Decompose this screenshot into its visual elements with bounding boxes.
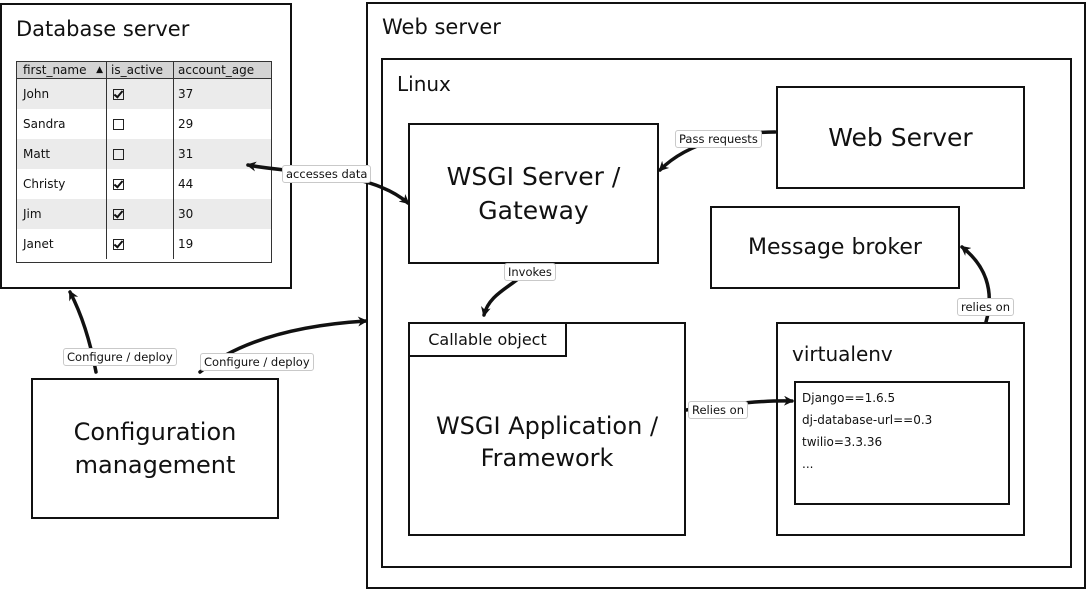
relies-on-broker-label: relies on	[957, 298, 1014, 316]
checkbox-unchecked-icon[interactable]	[113, 149, 124, 160]
sort-ascending-icon[interactable]: ▲	[96, 65, 103, 75]
cell-account-age: 31	[178, 147, 194, 161]
pass-requests-label: Pass requests	[675, 130, 762, 148]
message-broker-title: Message broker	[748, 234, 922, 260]
checkbox-checked-icon[interactable]	[113, 179, 124, 190]
table-row[interactable]: John 37	[17, 79, 271, 109]
invokes-label: Invokes	[504, 263, 556, 281]
package-item: dj-database-url==0.3	[802, 413, 933, 427]
cell-first-name: Jim	[17, 199, 107, 229]
wsgi-application-line2: Framework	[480, 444, 614, 472]
cell-is-active	[107, 169, 174, 199]
wsgi-server-line1: WSGI Server /	[446, 161, 621, 191]
checkbox-checked-icon[interactable]	[113, 239, 124, 250]
callable-object-title: Callable object	[428, 329, 547, 349]
checkbox-checked-icon[interactable]	[113, 209, 124, 220]
database-server-title: Database server	[16, 17, 190, 41]
cell-first-name: Sandra	[17, 109, 107, 139]
wsgi-server-line2: Gateway	[478, 195, 589, 225]
cell-first-name: John	[17, 79, 107, 109]
cell-is-active	[107, 109, 174, 139]
table-row[interactable]: Matt 31	[17, 139, 271, 169]
package-item: twilio=3.3.36	[802, 435, 883, 449]
configure-deploy-right-label: Configure / deploy	[200, 353, 314, 371]
configure-deploy-left-label: Configure / deploy	[63, 348, 177, 366]
configuration-management-box: Configuration management	[31, 378, 279, 519]
checkbox-checked-icon[interactable]	[113, 89, 124, 100]
accesses-data-label: accesses data	[282, 165, 372, 183]
web-server-outer-title: Web server	[382, 15, 501, 39]
cell-account-age: 37	[178, 87, 194, 101]
cell-account-age: 30	[178, 207, 194, 221]
cell-first-name: Christy	[17, 169, 107, 199]
table-row[interactable]: Janet 19	[17, 229, 271, 259]
checkbox-unchecked-icon[interactable]	[113, 119, 124, 130]
table-row[interactable]: Sandra 29	[17, 109, 271, 139]
cell-first-name: Matt	[17, 139, 107, 169]
column-header-account-age[interactable]: account_age	[178, 63, 255, 77]
wsgi-server-box: WSGI Server / Gateway	[408, 123, 659, 264]
package-list: Django==1.6.5 dj-database-url==0.3 twili…	[794, 381, 1010, 505]
table-row[interactable]: Jim 30	[17, 199, 271, 229]
relies-on-virtualenv-label: Relies on	[688, 401, 748, 419]
virtualenv-title: virtualenv	[792, 342, 893, 366]
web-server-inner-title: Web Server	[828, 122, 973, 152]
wsgi-application-line1: WSGI Application /	[435, 411, 659, 440]
cell-is-active	[107, 199, 174, 229]
table-row[interactable]: Christy 44	[17, 169, 271, 199]
cell-first-name: Janet	[17, 229, 107, 259]
database-table: first_name ▲ is_active account_age John 3…	[16, 61, 272, 263]
wsgi-application-box: WSGI Application / Framework	[408, 322, 686, 536]
callable-object-box: Callable object	[408, 322, 567, 357]
cell-account-age: 44	[178, 177, 194, 191]
cell-account-age: 19	[178, 237, 194, 251]
table-header: first_name ▲ is_active account_age	[17, 62, 271, 79]
column-header-is-active[interactable]: is_active	[107, 62, 174, 78]
cell-account-age: 29	[178, 117, 194, 131]
cell-is-active	[107, 229, 174, 259]
config-mgmt-line2: management	[74, 450, 236, 479]
cell-is-active	[107, 79, 174, 109]
package-item: Django==1.6.5	[802, 391, 896, 405]
cell-is-active	[107, 139, 174, 169]
message-broker-box: Message broker	[710, 206, 960, 289]
web-server-inner-box: Web Server	[776, 86, 1025, 189]
linux-title: Linux	[397, 72, 451, 96]
column-header-first-name[interactable]: first_name ▲	[17, 62, 107, 78]
package-item: ...	[802, 457, 814, 471]
config-mgmt-line1: Configuration	[73, 418, 237, 447]
